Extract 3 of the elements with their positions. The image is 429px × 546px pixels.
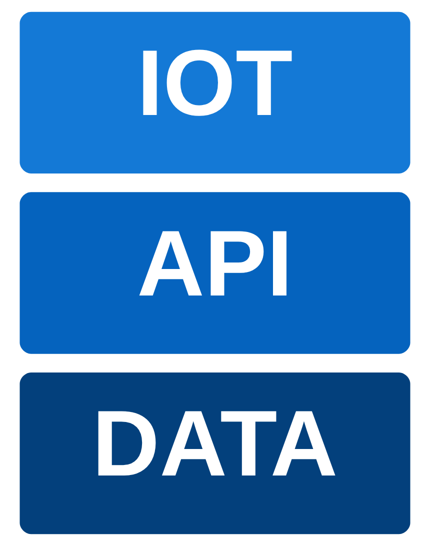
node-box: IOT — [19, 12, 410, 174]
node-box: DATA — [19, 372, 410, 534]
node-box: API — [19, 192, 410, 354]
